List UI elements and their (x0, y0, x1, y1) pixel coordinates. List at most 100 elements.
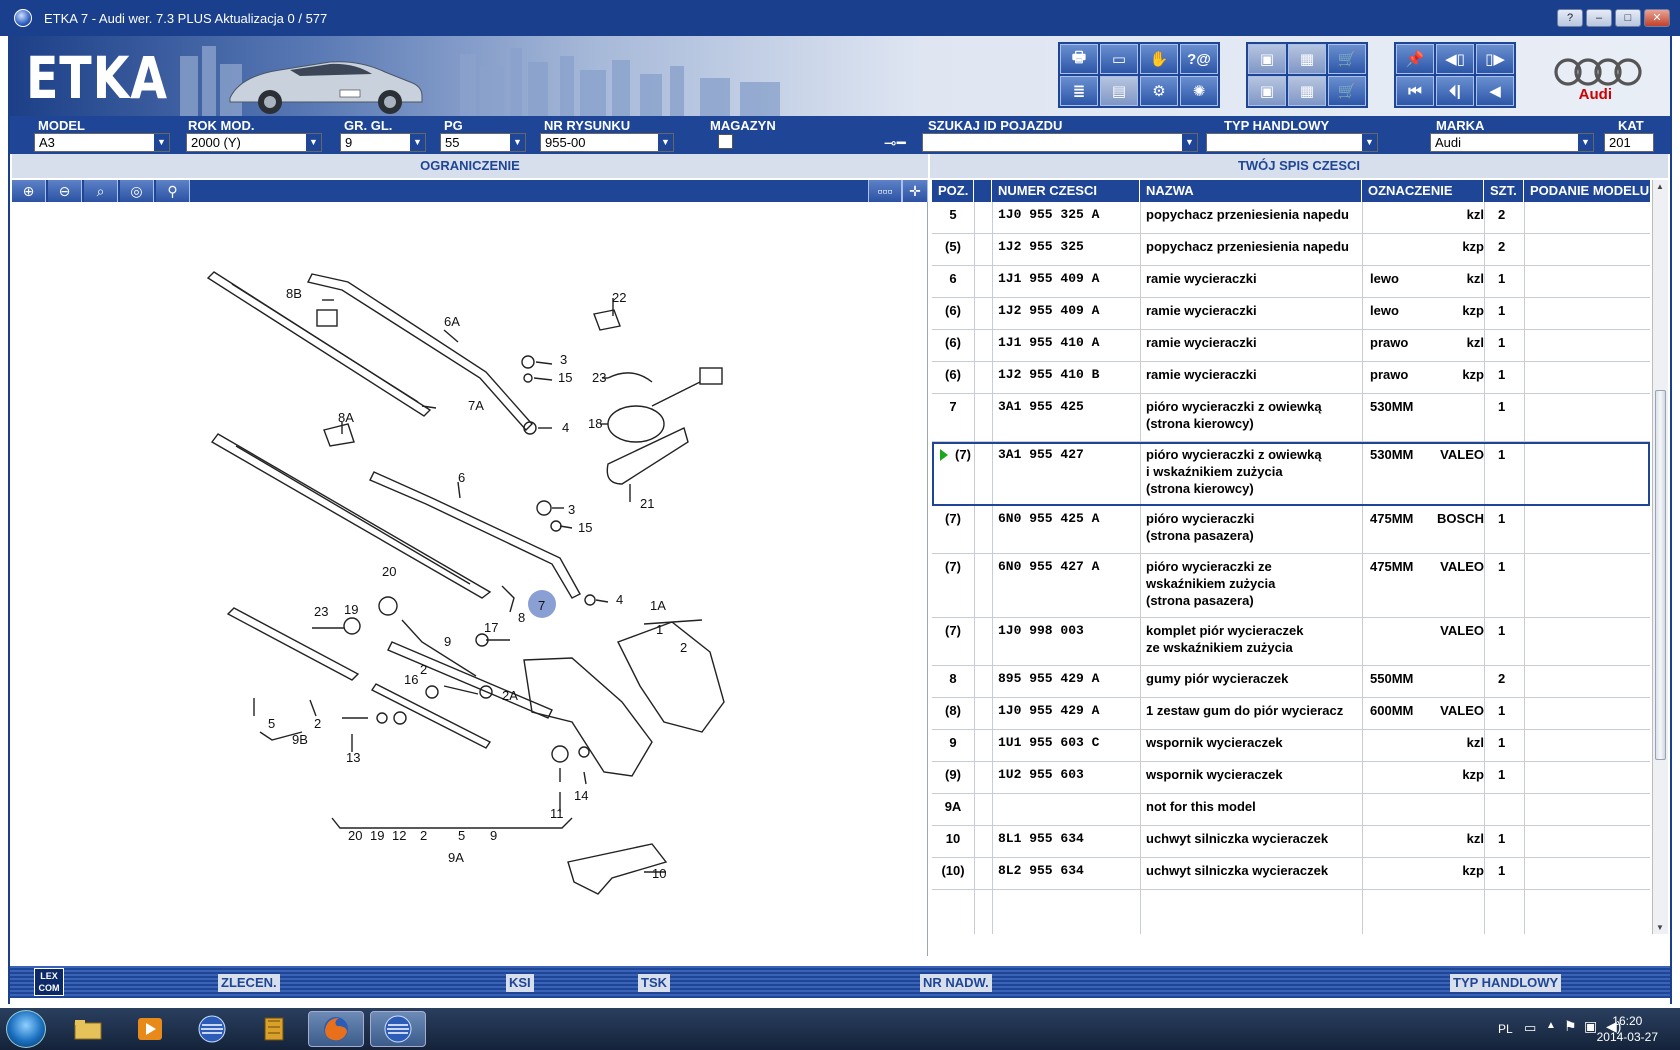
typ-handlowy-button[interactable]: TYP HANDLOWY (1450, 974, 1562, 992)
zoom-out-icon[interactable]: ⊖ (48, 180, 82, 202)
ograniczenie-header[interactable]: OGRANICZENIE (12, 154, 928, 178)
depot-icon[interactable]: ▦ (1288, 44, 1326, 74)
scroll-down-icon[interactable]: ▼ (1656, 923, 1664, 932)
list-print-icon[interactable]: ≣ (1060, 76, 1098, 106)
callout-label[interactable]: 2 (314, 716, 321, 731)
callout-label[interactable]: 9 (490, 828, 497, 843)
callout-label[interactable]: 18 (588, 416, 602, 431)
network-icon[interactable]: ▣ (1584, 1018, 1598, 1034)
callout-label[interactable]: 2A (502, 688, 518, 703)
wheel-icon[interactable]: ✺ (1180, 76, 1218, 106)
cart-add-icon[interactable]: 🛒 (1328, 76, 1366, 106)
rok-mod-select[interactable]: 2000 (Y)▼ (186, 133, 322, 152)
callout-label[interactable]: 20 (348, 828, 362, 843)
chevron-down-icon[interactable]: ▼ (1577, 134, 1593, 151)
chevron-down-icon[interactable]: ▼ (1361, 134, 1377, 151)
col-poz[interactable]: POZ. (932, 180, 974, 202)
nr-rysunku-select[interactable]: 955-00▼ (540, 133, 674, 152)
col-szt[interactable]: SZT. (1484, 180, 1524, 202)
callout-label[interactable]: 23 (592, 370, 606, 385)
callout-label[interactable]: 2 (680, 640, 687, 655)
callout-label[interactable]: 6 (458, 470, 465, 485)
chevron-down-icon[interactable]: ▼ (305, 134, 321, 151)
pg-select[interactable]: 55▼ (440, 133, 526, 152)
callout-label[interactable]: 22 (612, 290, 626, 305)
callout-label[interactable]: 1A (650, 598, 666, 613)
callout-label[interactable]: 4 (616, 592, 623, 607)
magazyn-checkbox[interactable] (718, 134, 733, 149)
etka-active-icon[interactable] (370, 1011, 426, 1047)
spis-czesci-header[interactable]: TWÓJ SPIS CZESCI (930, 154, 1668, 178)
marka-select[interactable]: Audi▼ (1430, 133, 1594, 152)
callout-label[interactable]: 6A (444, 314, 460, 329)
book-icon[interactable]: ▭ (1100, 44, 1138, 74)
question-at-icon[interactable]: ?@ (1180, 44, 1218, 74)
callout-label[interactable]: 19 (370, 828, 384, 843)
callout-label[interactable]: 2 (420, 828, 427, 843)
close-button[interactable]: ✕ (1644, 9, 1670, 27)
col-numer[interactable]: NUMER CZESCI (992, 180, 1140, 202)
media-player-icon[interactable] (122, 1011, 178, 1047)
app-icon[interactable] (14, 9, 32, 27)
print-icon[interactable]: 🖶 (1060, 44, 1098, 74)
zlecen-button[interactable]: ZLECEN. (218, 974, 280, 992)
search-icon[interactable]: ⚲ (156, 180, 190, 202)
callout-label[interactable]: 9 (444, 634, 451, 649)
ksi-button[interactable]: KSI (506, 974, 534, 992)
callout-label[interactable]: 8A (338, 410, 354, 425)
car-computer-icon[interactable]: ▦ (1288, 76, 1326, 106)
kat-field[interactable]: 201 (1604, 133, 1654, 152)
callout-label[interactable]: 14 (574, 788, 588, 803)
table-scrollbar[interactable]: ▲ ▼ (1652, 180, 1668, 934)
callout-label[interactable]: 10 (652, 866, 666, 881)
model-select[interactable]: A3▼ (34, 133, 170, 152)
explorer-icon[interactable] (60, 1011, 116, 1047)
callout-label[interactable]: 23 (314, 604, 328, 619)
zoom-in-icon[interactable]: ⊕ (12, 180, 46, 202)
callout-label[interactable]: 15 (558, 370, 572, 385)
col-podanie-modelu[interactable]: PODANIE MODELU (1530, 183, 1650, 198)
zoom-area-icon[interactable]: ⌕ (84, 180, 118, 202)
first-icon[interactable]: ⏮ (1396, 76, 1434, 106)
callout-label[interactable]: 5 (458, 828, 465, 843)
callout-label[interactable]: 5 (268, 716, 275, 731)
col-nazwa[interactable]: NAZWA (1140, 180, 1362, 202)
zoom-100-icon[interactable]: ◎ (120, 180, 154, 202)
callout-label[interactable]: 8 (518, 610, 525, 625)
etka-taskbar-icon[interactable] (184, 1011, 240, 1047)
handshake-icon[interactable]: ✋ (1140, 44, 1178, 74)
next-page-icon[interactable]: ▯▶ (1476, 44, 1514, 74)
callout-label[interactable]: 8B (286, 286, 302, 301)
callout-label[interactable]: 9A (448, 850, 464, 865)
move-icon[interactable]: ✛ (902, 180, 928, 202)
scroll-up-icon[interactable]: ▲ (1656, 182, 1664, 191)
callout-label[interactable]: 4 (562, 420, 569, 435)
callout-label[interactable]: 9B (292, 732, 308, 747)
chevron-down-icon[interactable]: ▼ (657, 134, 673, 151)
start-button[interactable] (6, 1010, 46, 1048)
minimize-button[interactable]: – (1586, 9, 1612, 27)
lexcom-logo[interactable]: LEX COM (34, 968, 64, 996)
callout-label[interactable]: 3 (560, 352, 567, 367)
scrollbar-thumb[interactable] (1655, 390, 1666, 760)
callout-label[interactable]: 21 (640, 496, 654, 511)
callout-label[interactable]: 15 (578, 520, 592, 535)
firefox-icon[interactable] (308, 1011, 364, 1047)
callout-label[interactable]: 19 (344, 602, 358, 617)
chevron-down-icon[interactable]: ▼ (153, 134, 169, 151)
flag-icon[interactable]: ⚑ (1564, 1018, 1577, 1034)
callout-label[interactable]: 2 (420, 662, 427, 677)
callout-label[interactable]: 12 (392, 828, 406, 843)
callout-label[interactable]: 11 (550, 806, 564, 821)
back-icon[interactable]: ◀ (1476, 76, 1514, 106)
